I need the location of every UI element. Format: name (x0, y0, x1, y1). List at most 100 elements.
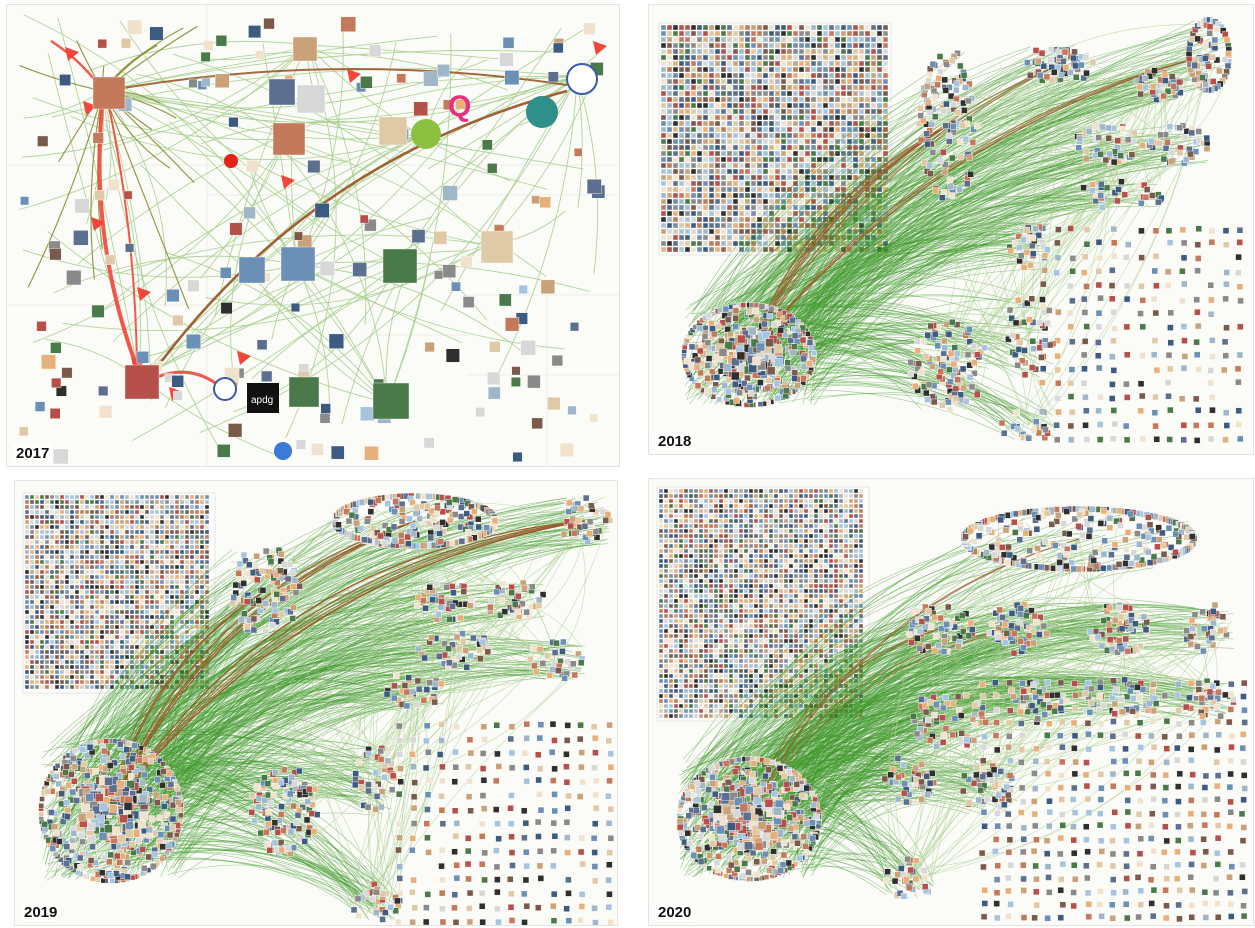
node-avatar (124, 619, 130, 625)
node-avatar (1194, 267, 1201, 274)
node-avatar (810, 66, 817, 73)
node-avatar (864, 114, 871, 121)
node-avatar (750, 42, 757, 49)
node-avatar (69, 569, 75, 575)
node-avatar (666, 120, 673, 127)
node-avatar (94, 579, 100, 585)
node-avatar (99, 619, 105, 625)
node-avatar (1040, 303, 1047, 310)
node-avatar (678, 132, 685, 139)
node-avatar (29, 579, 35, 585)
node-avatar (189, 574, 195, 580)
node-avatar (1125, 241, 1132, 248)
node-avatar (39, 604, 45, 610)
node-avatar (738, 168, 745, 175)
node-avatar (1138, 254, 1145, 261)
node-avatar (1083, 283, 1090, 290)
node-avatar (666, 54, 673, 61)
node-avatar (858, 72, 865, 79)
node-avatar (804, 180, 811, 187)
edge (948, 81, 1156, 366)
node-avatar (750, 216, 757, 223)
node-avatar (705, 355, 713, 362)
node-avatar (94, 659, 100, 665)
node-avatar (1152, 227, 1160, 234)
node-avatar (946, 406, 954, 413)
node-avatar (834, 108, 841, 115)
node-avatar (443, 99, 454, 111)
node-avatar (828, 66, 835, 73)
node-avatar (64, 629, 70, 635)
node-avatar (44, 494, 50, 500)
node-avatar (852, 150, 859, 157)
node-avatar (1188, 129, 1196, 137)
node-avatar (927, 170, 934, 177)
node-avatar (738, 228, 745, 235)
node-avatar (74, 524, 80, 530)
node-avatar (660, 48, 667, 55)
node-avatar (134, 514, 140, 520)
node-avatar (248, 25, 262, 39)
node-avatar (726, 54, 733, 61)
node-avatar (750, 60, 757, 67)
node-avatar (762, 138, 769, 145)
node-avatar (215, 35, 227, 47)
node-avatar (684, 228, 691, 235)
node-avatar (666, 162, 673, 169)
node-avatar (319, 412, 331, 424)
node-avatar (666, 240, 673, 247)
node-avatar (199, 554, 205, 560)
node-avatar (89, 654, 95, 660)
edge (1028, 334, 1056, 431)
node-avatar (1021, 347, 1028, 354)
node-avatar (768, 198, 775, 205)
blue-globe-logo (274, 442, 292, 460)
node-avatar (923, 83, 931, 90)
node-avatar (768, 78, 775, 85)
node-avatar (69, 509, 75, 515)
node-avatar (714, 240, 721, 247)
node-avatar (1136, 83, 1144, 91)
node-avatar (714, 222, 721, 229)
node-avatar (744, 216, 751, 223)
node-avatar (1139, 352, 1146, 359)
node-avatar (746, 384, 753, 391)
node-avatar (678, 102, 685, 109)
node-avatar (816, 168, 823, 175)
node-avatar (810, 72, 817, 79)
node-avatar (1109, 267, 1116, 274)
node-avatar (64, 534, 70, 540)
node-avatar (816, 66, 823, 73)
node-avatar (144, 614, 150, 620)
node-avatar (74, 534, 80, 540)
edge (576, 76, 599, 274)
node-avatar (731, 357, 740, 367)
node-avatar (720, 72, 727, 79)
node-avatar (39, 664, 45, 670)
node-avatar (204, 539, 210, 545)
node-avatar (169, 509, 175, 515)
node-avatar (738, 84, 745, 91)
node-avatar (124, 549, 130, 555)
node-avatar (109, 534, 115, 540)
node-avatar (696, 204, 703, 211)
node-avatar (957, 138, 964, 146)
node-avatar (660, 198, 667, 205)
node-avatar (114, 614, 120, 620)
node-avatar (690, 228, 697, 235)
node-avatar (1162, 145, 1170, 152)
node-avatar (34, 574, 40, 580)
node-avatar (768, 36, 775, 43)
edge (727, 25, 1209, 319)
node-avatar (69, 654, 75, 660)
node-avatar (762, 114, 769, 121)
node-avatar (24, 539, 30, 545)
node-avatar (870, 84, 877, 91)
node-avatar (64, 624, 70, 630)
node-avatar (768, 138, 775, 145)
node-avatar (164, 509, 170, 515)
node-avatar (774, 358, 783, 367)
edge (733, 85, 1154, 397)
node-avatar (696, 96, 703, 103)
